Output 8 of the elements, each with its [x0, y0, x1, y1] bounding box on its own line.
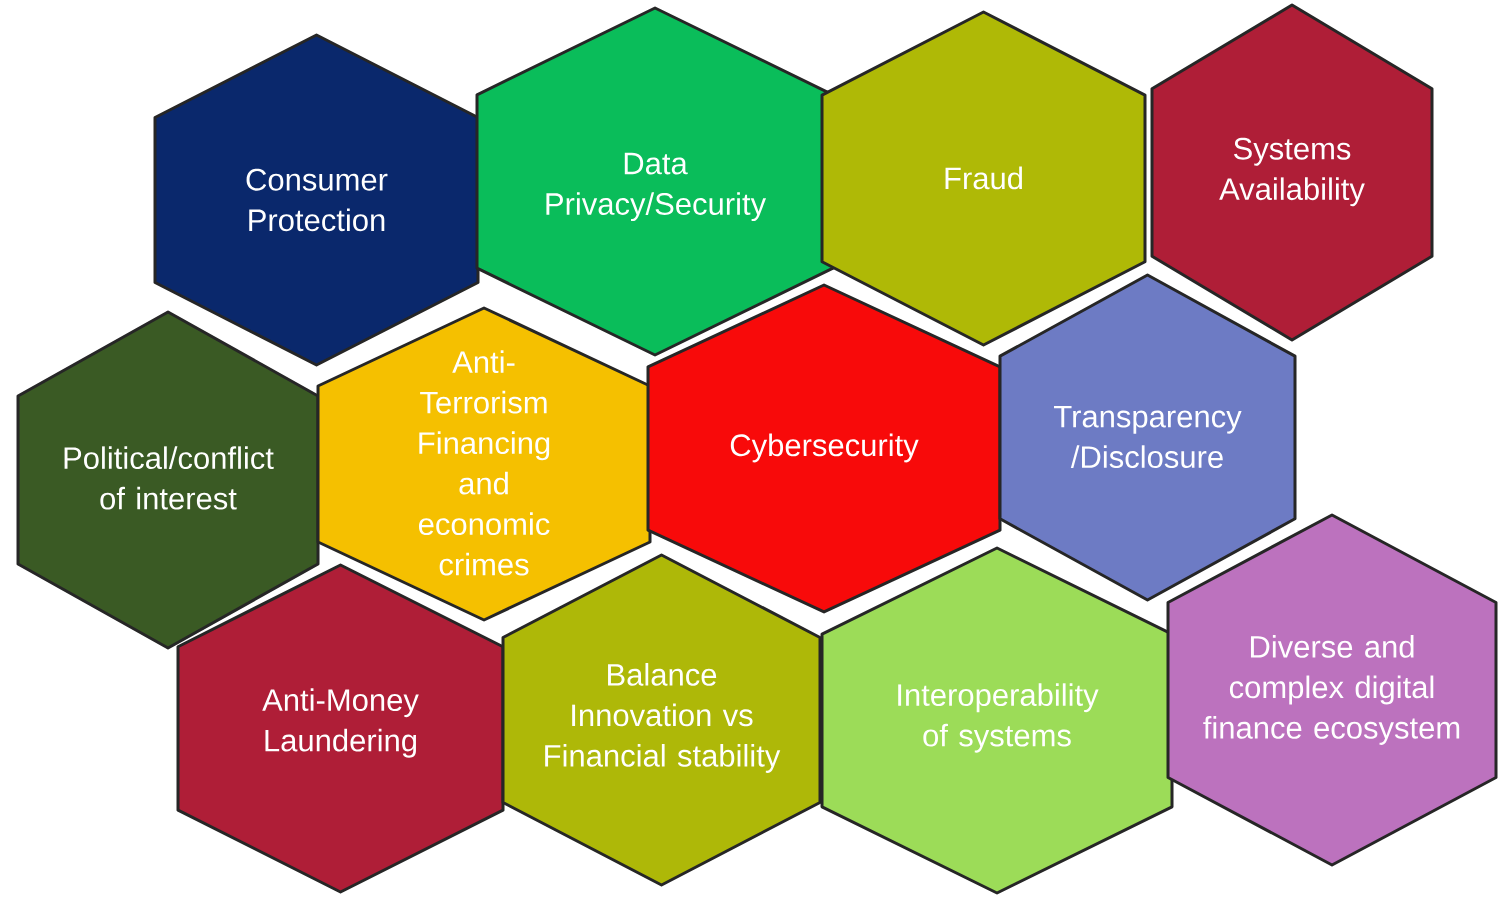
hexagon: Diverse and complex digital finance ecosystem — [1166, 513, 1498, 867]
hexagon: Political/conflict of interest — [16, 310, 320, 650]
hexagon: Systems Availability — [1150, 3, 1434, 342]
hexagon: Interoperability of systems — [820, 546, 1174, 895]
hexagon: Cybersecurity — [646, 283, 1002, 614]
hexagon: Anti-Terrorism Financing and economic crimes — [316, 306, 652, 622]
hexagon: Transparency /Disclosure — [998, 273, 1297, 602]
hexagon: Fraud — [820, 10, 1147, 347]
